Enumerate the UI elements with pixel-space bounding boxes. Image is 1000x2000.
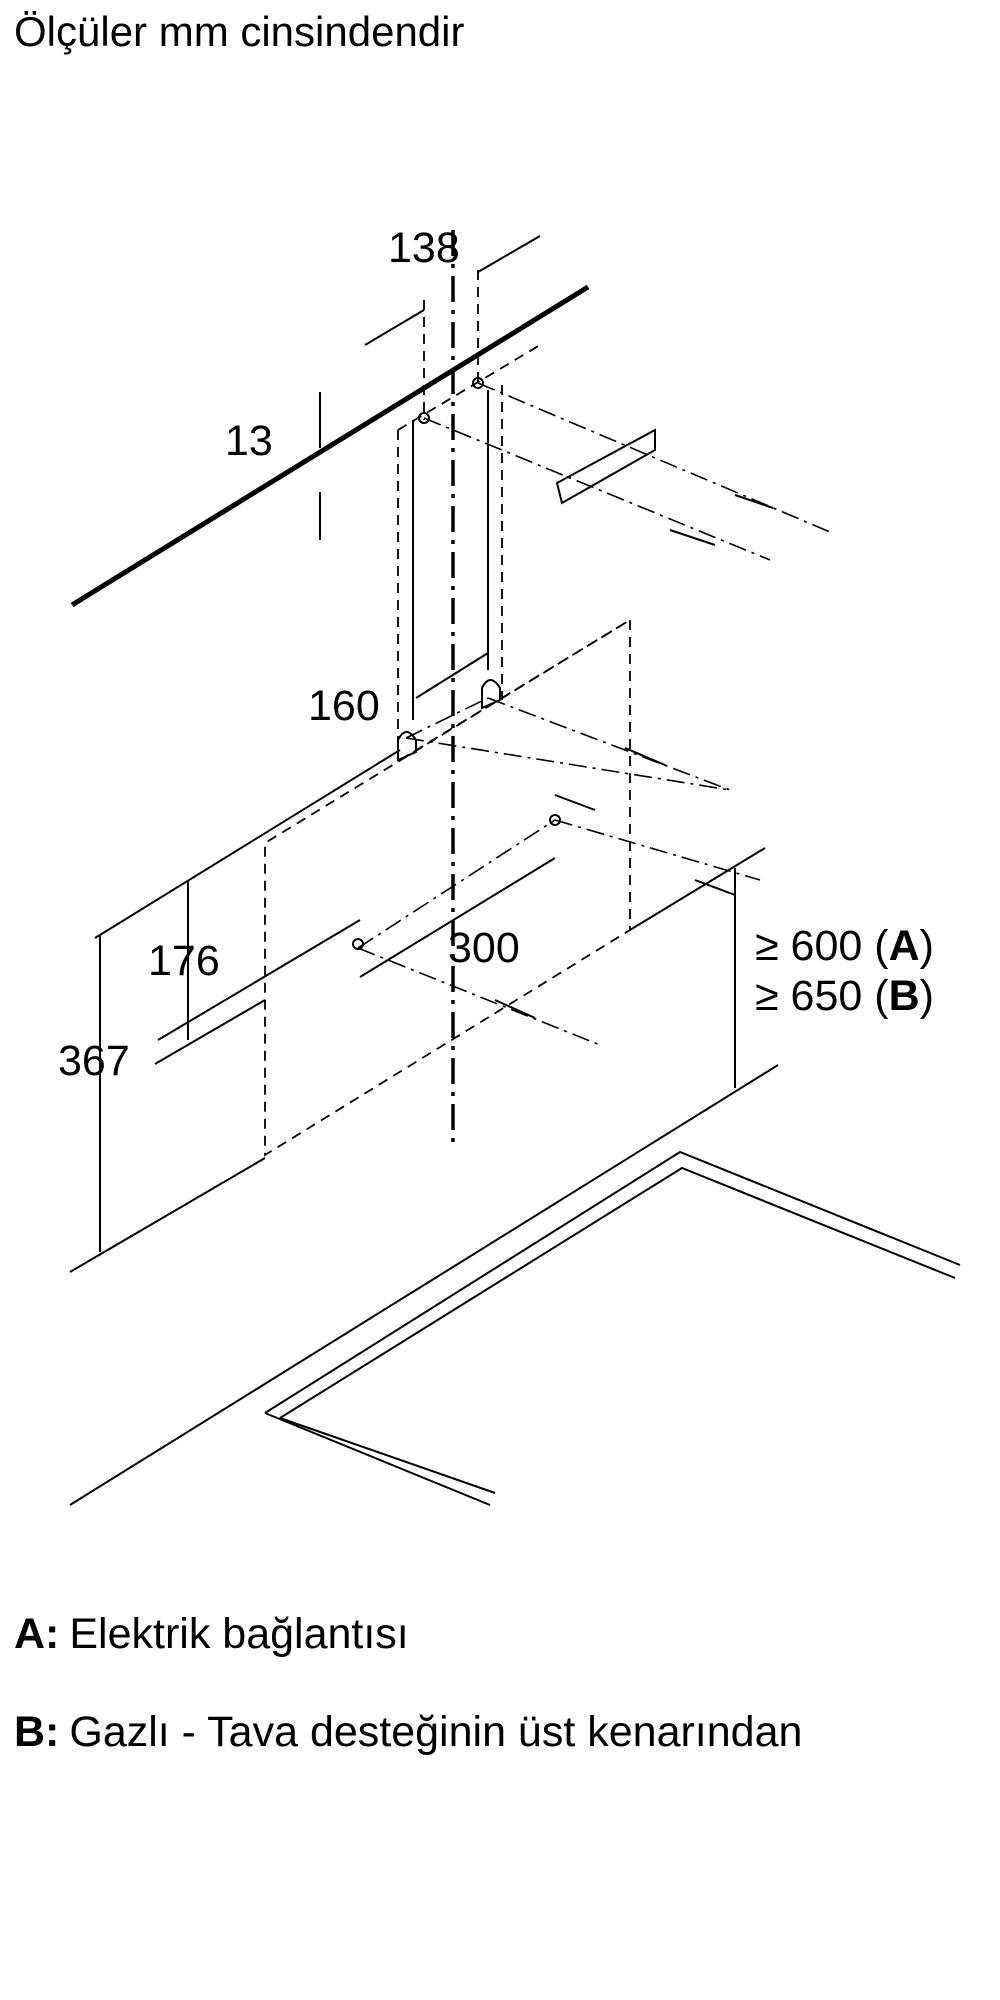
legend-key-b: B: <box>14 1708 60 1756</box>
dim-300-label: 300 <box>448 924 520 972</box>
dim-367-label: 367 <box>58 1037 130 1085</box>
screws <box>494 494 774 1019</box>
ceiling-line <box>70 284 590 608</box>
min-height-a-label: ≥ 600 (A) <box>755 922 934 970</box>
wall-bracket <box>555 428 656 505</box>
reference-lines <box>69 749 766 1273</box>
legend-key-a: A: <box>14 1610 60 1658</box>
legend-text-a: Elektrik bağlantısı <box>69 1610 409 1658</box>
dim-13-label: 13 <box>225 417 273 465</box>
legend-item-a: A:Elektrik bağlantısı <box>14 1610 409 1659</box>
drilling-lines <box>357 382 831 1046</box>
chimney-outline <box>397 270 541 760</box>
legend-item-b: B:Gazlı - Tava desteğinin üst kenarından <box>14 1708 802 1757</box>
cooktop <box>69 1064 961 1506</box>
dimension-arrows <box>99 235 736 1252</box>
legend-text-b: Gazlı - Tava desteğinin üst kenarından <box>69 1708 803 1756</box>
min-height-b-label: ≥ 650 (B) <box>755 972 934 1020</box>
hood-outline <box>264 619 631 1157</box>
dim-160-label: 160 <box>308 682 380 730</box>
fixing-points <box>352 377 561 950</box>
dim-138-label: 138 <box>388 224 460 272</box>
page-title: Ölçüler mm cinsindendir <box>14 8 465 55</box>
dim-176-label: 176 <box>148 937 220 985</box>
